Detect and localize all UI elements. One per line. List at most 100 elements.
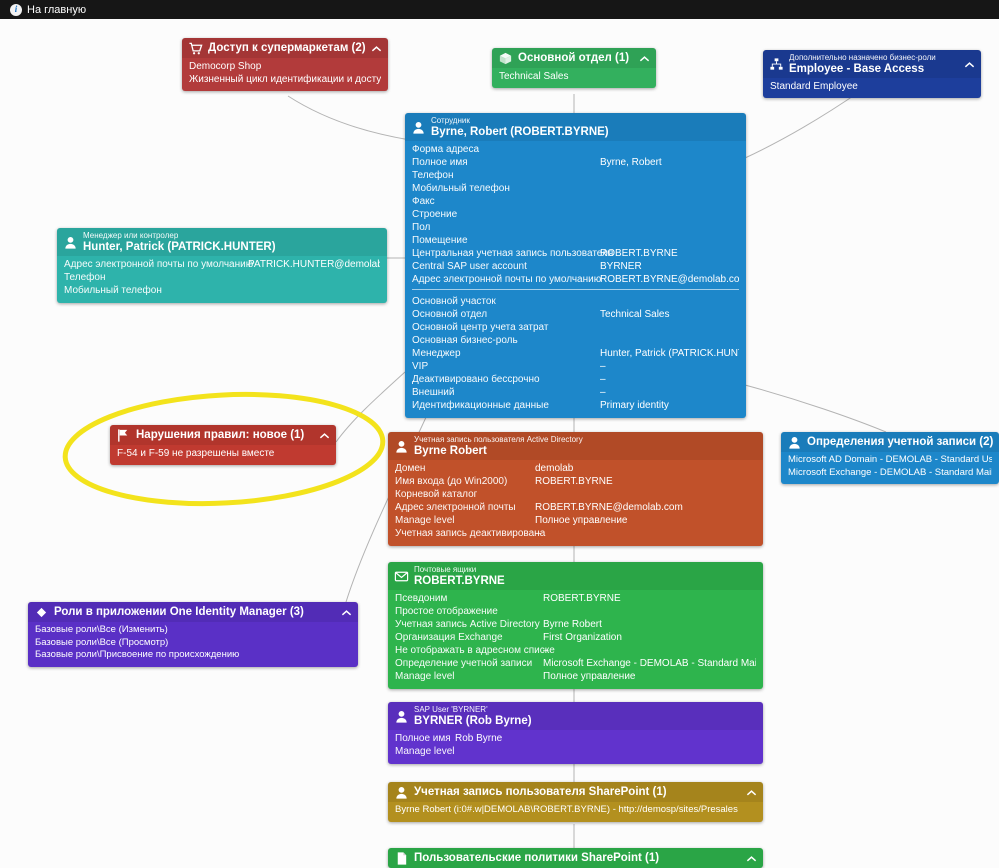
field-label: Адрес электронной почты по умолчанию: [64, 259, 254, 270]
field-label: Адрес электронной почты: [395, 502, 516, 513]
field-label: Учетная запись деактивирована: [395, 528, 546, 539]
field-label: Имя входа (до Win2000): [395, 476, 508, 487]
field-value: Byrne Robert: [543, 619, 602, 630]
field-label: Полное имя: [395, 733, 451, 744]
chevron-up-icon[interactable]: [341, 609, 352, 617]
person-icon: [396, 786, 407, 799]
chevron-up-icon[interactable]: [964, 61, 975, 69]
card-itshop-access[interactable]: Доступ к супермаркетам (2) Democorp Shop…: [182, 38, 388, 91]
card-caption: SAP User 'BYRNER': [414, 705, 488, 714]
field-value: ROBERT.BYRNE@demolab.com: [600, 274, 739, 285]
field-label: Телефон: [412, 170, 454, 181]
application-role-icon: [36, 607, 47, 618]
connector: [287, 95, 411, 141]
card-title: Employee - Base Access: [789, 63, 925, 75]
field-label: Основной центр учета затрат: [412, 322, 549, 333]
field-value: Primary identity: [600, 400, 669, 411]
list-item: Базовые роли\Все (Просмотр): [35, 636, 169, 648]
field-row: VIP–: [412, 360, 739, 373]
field-row: Manage level: [395, 745, 756, 758]
field-value: [543, 605, 756, 618]
card-primary-department[interactable]: Основной отдел (1) Technical Sales: [492, 48, 656, 88]
card-oim-application-roles[interactable]: Роли в приложении One Identity Manager (…: [28, 602, 358, 667]
field-value: Полное управление: [535, 515, 628, 526]
field-label: Manage level: [395, 671, 455, 682]
field-row: Форма адреса: [412, 143, 739, 156]
field-row: Строение: [412, 208, 739, 221]
section-divider: [412, 289, 739, 290]
policy-icon: [397, 852, 407, 865]
chevron-up-icon[interactable]: [639, 55, 650, 63]
field-row: Помещение: [412, 234, 739, 247]
field-label: Основной отдел: [412, 309, 488, 320]
list-item: Базовые роли\Все (Изменить): [35, 624, 168, 635]
card-sap-user[interactable]: SAP User 'BYRNER' BYRNER (Rob Byrne) Пол…: [388, 702, 763, 764]
field-value: Rob Byrne: [455, 733, 503, 744]
card-title: Пользовательские политики SharePoint (1): [414, 852, 660, 864]
connector: [744, 89, 863, 159]
chevron-up-icon[interactable]: [746, 789, 757, 797]
field-label: Адрес электронной почты по умолчанию: [412, 274, 602, 285]
field-row: Полное имя Rob Byrne: [395, 732, 756, 745]
card-items: Базовые роли\Все (Изменить)Базовые роли\…: [28, 622, 358, 667]
list-item: Technical Sales: [499, 71, 569, 82]
connector: [744, 384, 887, 433]
field-label: Простое отображение: [395, 606, 498, 617]
card-header: SAP User 'BYRNER' BYRNER (Rob Byrne): [388, 702, 763, 730]
card-caption: Почтовые ящики: [414, 565, 477, 574]
field-value: –: [543, 645, 549, 656]
card-employee[interactable]: Сотрудник Byrne, Robert (ROBERT.BYRNE) Ф…: [405, 113, 746, 418]
field-value: –: [600, 361, 606, 372]
card-sharepoint-user-policies[interactable]: Пользовательские политики SharePoint (1): [388, 848, 763, 868]
field-value: [600, 221, 739, 234]
card-items: Byrne Robert (i:0#.w|DEMOLAB\ROBERT.BYRN…: [388, 802, 763, 822]
field-row: Деактивировано бессрочно–: [412, 373, 739, 386]
card-header: Основной отдел (1): [492, 48, 656, 68]
field-value: –: [600, 387, 606, 398]
card-title: Определения учетной записи (2): [807, 436, 994, 448]
field-label: Форма адреса: [412, 144, 480, 155]
back-to-home-label: На главную: [27, 3, 87, 16]
card-rule-violations[interactable]: Нарушения правил: новое (1) F-54 и F-59 …: [110, 425, 336, 465]
card-header: Учетная запись пользователя Active Direc…: [388, 432, 763, 460]
card-header: Менеджер или контролер Hunter, Patrick (…: [57, 228, 387, 256]
chevron-up-icon[interactable]: [319, 432, 330, 440]
field-label: Пол: [412, 222, 431, 233]
department-icon: [499, 52, 512, 65]
card-items: Standard Employee: [763, 78, 981, 98]
list-item: Базовые роли\Присвоение по происхождению: [35, 649, 240, 660]
field-value: First Organization: [543, 632, 622, 643]
card-title: Доступ к супермаркетам (2): [208, 42, 366, 54]
card-account-definitions[interactable]: Определения учетной записи (2) Microsoft…: [781, 432, 999, 484]
card-manager[interactable]: Менеджер или контролер Hunter, Patrick (…: [57, 228, 387, 303]
card-title: Учетная запись пользователя SharePoint (…: [414, 786, 667, 798]
card-sharepoint-user-account[interactable]: Учетная запись пользователя SharePoint (…: [388, 782, 763, 822]
card-header: Пользовательские политики SharePoint (1): [388, 848, 763, 868]
field-label: Телефон: [64, 272, 106, 283]
card-caption: Менеджер или контролер: [83, 231, 179, 240]
person-icon: [396, 440, 407, 453]
field-row: Простое отображение: [395, 605, 756, 618]
card-business-role[interactable]: Дополнительно назначено бизнес-роли Empl…: [763, 50, 981, 98]
card-items: F-54 и F-59 не разрешены вместе: [110, 445, 336, 465]
card-title: Hunter, Patrick (PATRICK.HUNTER): [83, 241, 276, 253]
card-caption: Сотрудник: [431, 116, 470, 125]
card-ad-user-account[interactable]: Учетная запись пользователя Active Direc…: [388, 432, 763, 546]
back-to-home-button[interactable]: i На главную: [0, 0, 96, 19]
chevron-up-icon[interactable]: [371, 45, 382, 53]
person-icon: [413, 121, 424, 134]
chevron-up-icon[interactable]: [746, 855, 757, 863]
